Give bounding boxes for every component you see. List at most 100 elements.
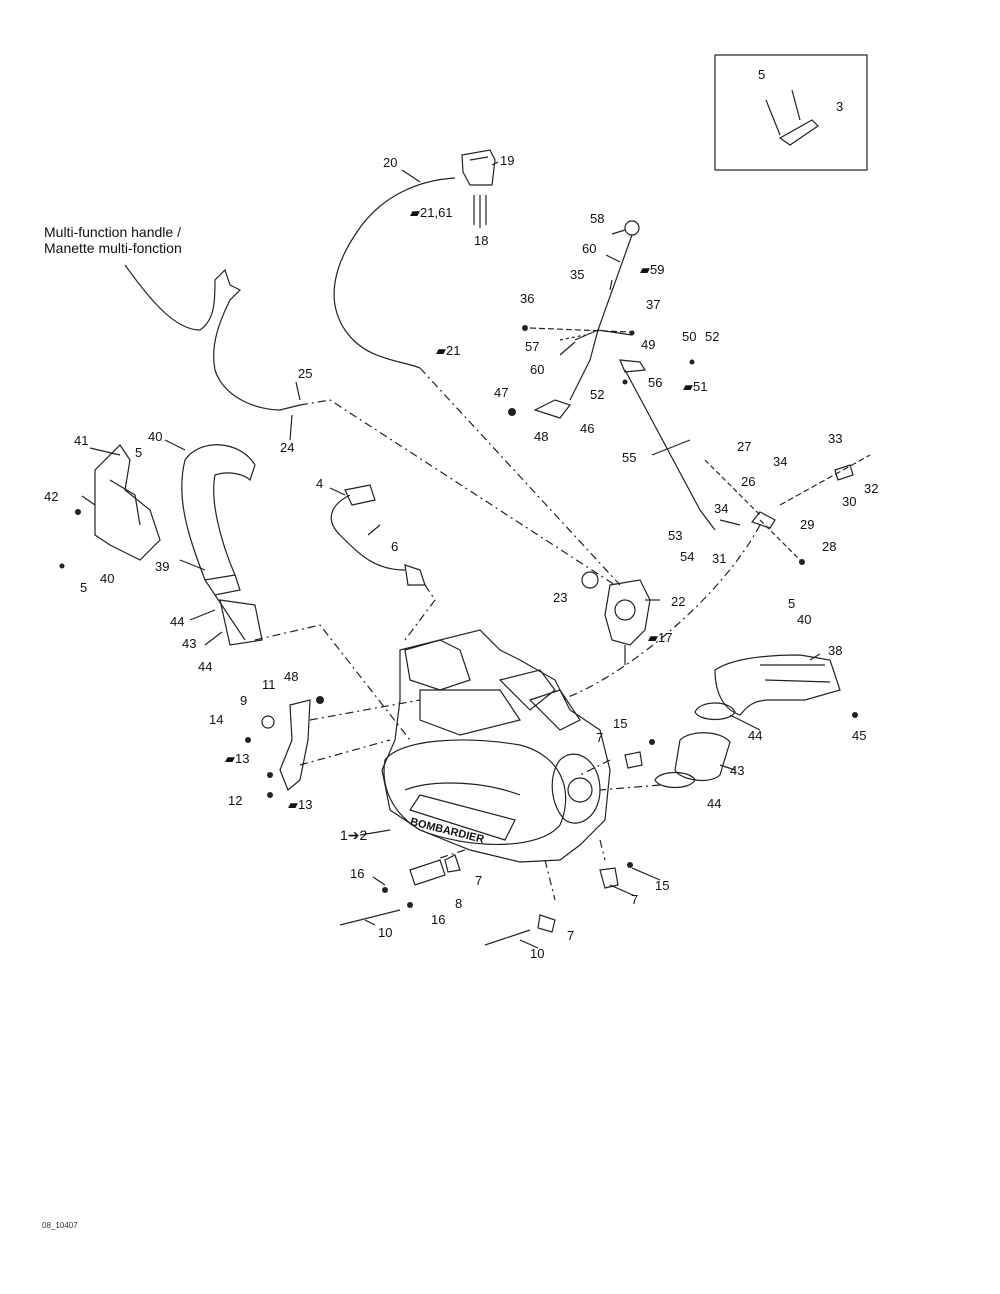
callout-15: 15: [613, 716, 628, 731]
callout-31: 31: [712, 551, 727, 566]
callout-5-right: 5: [788, 596, 796, 611]
multifunction-switch: [461, 149, 496, 228]
callout-4: 4: [316, 476, 324, 491]
inset-bracket: [765, 89, 819, 146]
callout-30: 30: [842, 494, 857, 509]
callout-58: 58: [590, 211, 605, 226]
callout-3: 3: [836, 99, 844, 114]
callout-10: 10: [378, 925, 393, 940]
callout-39: 39: [155, 559, 170, 574]
callout-7-right: 7: [631, 892, 639, 907]
callout-52-lower: 52: [590, 387, 605, 402]
shift-rod: [569, 234, 633, 401]
callout-44-right-lower: 44: [707, 796, 722, 811]
handle-caption: Multi-function handle / Manette multi-fo…: [44, 224, 182, 256]
handle-cable: [124, 264, 201, 331]
callout-27: 27: [737, 439, 752, 454]
callout-43: 43: [182, 636, 197, 651]
callout-7-lower: 7: [475, 873, 483, 888]
callout-44-lower: 44: [198, 659, 213, 674]
callout-60: 60: [582, 241, 597, 256]
callout-7-bottom: 7: [567, 928, 575, 943]
callout-19: 19: [500, 153, 515, 168]
callout-23: 23: [553, 590, 568, 605]
clamp-44-right-a: [694, 702, 736, 721]
callout-26: 26: [741, 474, 756, 489]
callout-16: 16: [350, 866, 365, 881]
callout-36: 36: [520, 291, 535, 306]
callout-51: ▰51: [683, 379, 708, 394]
drawing-code: 08_10407: [42, 1221, 78, 1230]
engine-mount-bracket: [279, 699, 311, 791]
callout-35: 35: [570, 267, 585, 282]
left-duct: [181, 444, 263, 646]
callout-33: 33: [828, 431, 843, 446]
callout-25: 25: [298, 366, 313, 381]
callout-32: 32: [864, 481, 879, 496]
ignition-coil-wire: [330, 494, 406, 571]
callout-7: 7: [596, 730, 604, 745]
callout-40-right: 40: [797, 612, 812, 627]
callout-34: 34: [773, 454, 788, 469]
callout-52: 52: [705, 329, 720, 344]
callout-9: 9: [240, 693, 248, 708]
callout-10-lower: 10: [530, 946, 545, 961]
callout-44-right: 44: [748, 728, 763, 743]
callout-24: 24: [280, 440, 295, 455]
callout-8: 8: [455, 896, 463, 911]
callout-6: 6: [391, 539, 399, 554]
callout-22: 22: [671, 594, 686, 609]
callout-21: ▰21: [436, 343, 461, 358]
callout-17: ▰17: [648, 630, 673, 645]
callout-18: 18: [474, 233, 489, 248]
callout-48: 48: [534, 429, 549, 444]
callout-14: 14: [209, 712, 224, 727]
callout-21-61: ▰21,61: [410, 205, 453, 220]
callout-59: ▰59: [640, 262, 665, 277]
callout-43-right: 43: [730, 763, 745, 778]
callout-15-lower: 15: [655, 878, 670, 893]
callout-40: 40: [148, 429, 163, 444]
callout-5-bottom-left: 5: [80, 580, 88, 595]
callout-5-left: 5: [135, 445, 143, 460]
clamp-23: [581, 571, 599, 589]
callout-29: 29: [800, 517, 815, 532]
detail-inset-box: [714, 54, 868, 171]
clamp-44-right-b: [654, 771, 696, 789]
callout-11: 11: [262, 677, 276, 692]
callout-45: 45: [852, 728, 867, 743]
callout-54: 54: [680, 549, 695, 564]
callout-20: 20: [383, 155, 398, 170]
left-cover: [94, 444, 161, 561]
callout-1-to-2: 1➔2: [340, 827, 368, 843]
callout-38: 38: [828, 643, 843, 658]
handle-bracket: [199, 268, 301, 411]
caption-line-2: Manette multi-fonction: [44, 240, 182, 256]
callout-44: 44: [170, 614, 185, 629]
callout-46: 46: [580, 421, 595, 436]
engine-assembly: [381, 629, 611, 863]
linkage-rod: [624, 369, 716, 531]
throttle-body: [604, 579, 651, 665]
callout-48-mount: 48: [284, 669, 299, 684]
callout-55: 55: [622, 450, 637, 465]
callout-49: 49: [641, 337, 656, 352]
right-duct: [714, 654, 841, 716]
callout-56: 56: [648, 375, 663, 390]
callout-42: 42: [44, 489, 59, 504]
sleeve-43-right: [674, 732, 731, 782]
callout-12: 12: [228, 793, 243, 808]
callout-50: 50: [682, 329, 697, 344]
callout-13-lower: ▰13: [288, 797, 313, 812]
callout-16-lower: 16: [431, 912, 446, 927]
callout-37: 37: [646, 297, 661, 312]
throttle-cable: [333, 177, 456, 369]
callout-57: 57: [525, 339, 540, 354]
callout-28: 28: [822, 539, 837, 554]
callout-41: 41: [74, 433, 89, 448]
callout-13: ▰13: [225, 751, 250, 766]
callout-40-left: 40: [100, 571, 115, 586]
callout-60-lower: 60: [530, 362, 545, 377]
